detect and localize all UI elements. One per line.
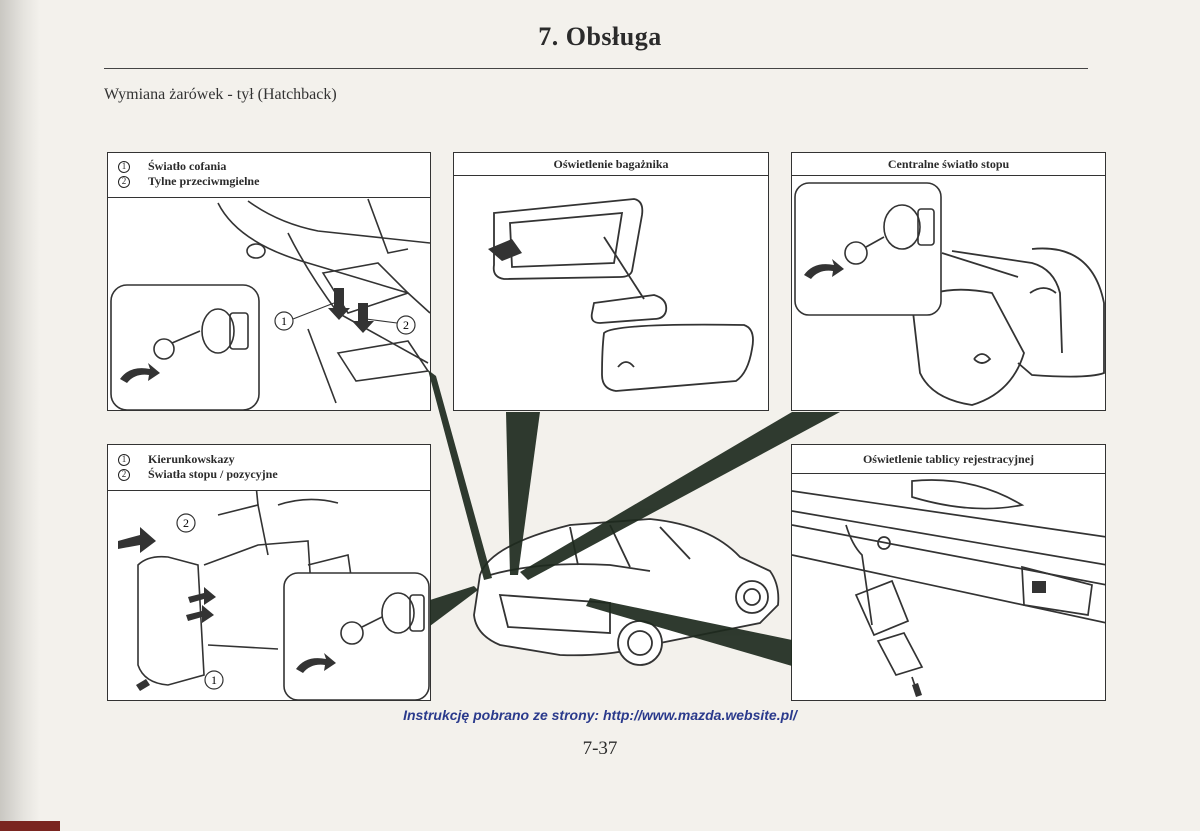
panel-header: Centralne światło stopu <box>792 153 1105 176</box>
legend-label-stop: Światła stopu / pozycyjne <box>148 467 278 481</box>
pointer-center-stop <box>520 412 840 580</box>
panel-trunk-light: Oświetlenie bagażnika <box>453 152 769 411</box>
panel-legend: 1 Światło cofania 2 Tylne przeciwmgielne <box>108 153 430 198</box>
page-number: 7-37 <box>582 738 618 759</box>
callout-circle <box>176 513 196 533</box>
panel-title: Centralne światło stopu <box>887 157 1010 171</box>
pointer-reverse-fog <box>428 370 492 580</box>
panel-center-stop-light: Centralne światło stopu <box>791 152 1106 411</box>
pointer-plate <box>586 598 792 666</box>
source-link[interactable]: Instrukcję pobrano ze strony: http://www… <box>403 707 797 723</box>
callout-circle <box>204 670 224 690</box>
panel-title: Oświetlenie bagażnika <box>553 157 669 171</box>
chapter-title: 7. Obsługa <box>538 22 662 51</box>
rotate-arrow-icon <box>120 363 160 383</box>
legend-label-fog: Tylne przeciwmgielne <box>148 174 260 188</box>
number-badge: 2 <box>118 468 130 481</box>
page-edge-mark <box>0 821 60 831</box>
legend-item: 1 Kierunkowskazy <box>108 452 430 467</box>
callout-label-two: 2 <box>183 516 189 530</box>
legend-label-turn: Kierunkowskazy <box>148 452 235 466</box>
callout-label-two: 2 <box>403 318 409 332</box>
number-badge: 1 <box>118 453 130 466</box>
number-badge: 2 <box>118 175 130 188</box>
callout-circle <box>274 311 294 331</box>
panel-header: Oświetlenie tablicy rejestracyjnej <box>792 445 1105 474</box>
panel-title: Oświetlenie tablicy rejestracyjnej <box>862 452 1035 466</box>
panel-reverse-fog-lights: 1 Światło cofania 2 Tylne przeciwmgielne… <box>107 152 431 411</box>
panel-header: Oświetlenie bagażnika <box>454 153 768 176</box>
legend-item: 1 Światło cofania <box>108 159 430 174</box>
number-badge: 1 <box>118 160 130 173</box>
legend-item: 2 Światła stopu / pozycyjne <box>108 467 430 482</box>
legend-item: 2 Tylne przeciwmgielne <box>108 174 430 189</box>
panel-plate-light: Oświetlenie tablicy rejestracyjnej <box>791 444 1106 701</box>
bulb-inset <box>794 182 942 316</box>
turn-stop-illustration: 2 1 <box>118 484 430 700</box>
panel-legend: 1 Kierunkowskazy 2 Światła stopu / pozyc… <box>108 445 430 491</box>
page-binding-shadow <box>0 0 40 831</box>
bulb-inset <box>110 284 260 410</box>
callout-label-one: 1 <box>211 673 217 687</box>
plate-light-illustration <box>792 479 1105 697</box>
section-title: Wymiana żarówek - tył (Hatchback) <box>104 86 337 103</box>
legend-label-reverse: Światło cofania <box>148 159 227 173</box>
bulb-inset <box>283 572 430 700</box>
callout-label-one: 1 <box>281 314 287 328</box>
pointer-turn-stop <box>430 586 478 626</box>
reverse-fog-illustration: 1 2 <box>110 198 430 410</box>
pointer-trunk <box>506 412 540 575</box>
rotate-arrow-icon <box>804 259 844 279</box>
header-divider <box>104 68 1088 69</box>
rotate-arrow-icon <box>296 653 336 673</box>
trunk-light-illustration <box>488 198 754 392</box>
panel-turn-stop-lights: 1 Kierunkowskazy 2 Światła stopu / pozyc… <box>107 444 431 701</box>
hatchback-car-illustration <box>473 518 780 666</box>
center-stop-illustration <box>794 182 1105 406</box>
callout-circle <box>396 315 416 335</box>
